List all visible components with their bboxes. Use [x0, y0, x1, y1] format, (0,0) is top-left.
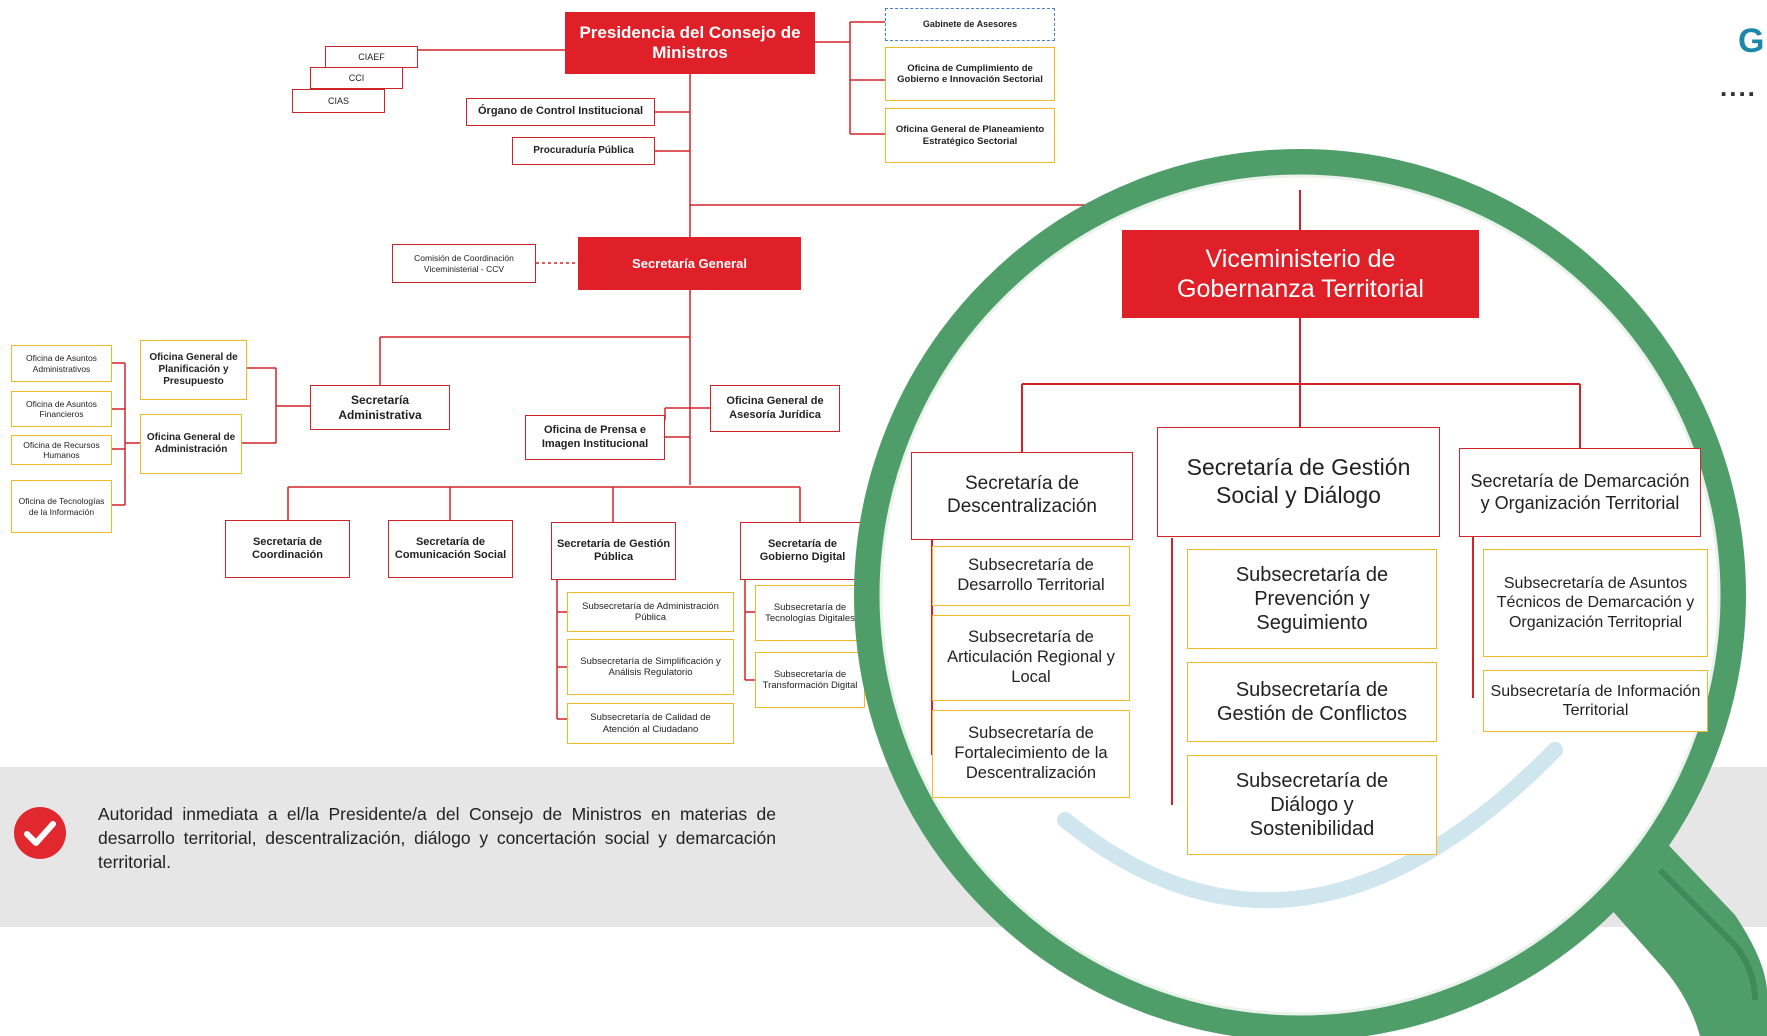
oficina-cumplimiento-box: Oficina de Cumplimiento de Gobierno e In…: [885, 47, 1055, 101]
sub-dialogo-box: Subsecretaría de Diálogo y Sostenibilida…: [1187, 755, 1437, 855]
secretaria-descentralizacion-box: Secretaría de Descentralización: [911, 452, 1133, 540]
cias-box: CIAS: [292, 89, 385, 113]
check-icon: [14, 807, 66, 859]
of-tecnologias-box: Oficina de Tecnologías de la Información: [11, 480, 112, 533]
secretaria-gestion-social-box: Secretaría de Gestión Social y Diálogo: [1157, 427, 1440, 537]
sub-articulacion-box: Subsecretaría de Articulación Regional y…: [932, 615, 1130, 701]
of-asuntos-fin-box: Oficina de Asuntos Financieros: [11, 391, 112, 427]
comision-box: Comisión de Coordinación Viceministerial…: [392, 244, 536, 283]
general-administracion-box: Oficina General de Administración: [140, 414, 242, 474]
secretaria-administrativa-box: Secretaría Administrativa: [310, 385, 450, 430]
procuraduria-box: Procuraduría Pública: [512, 137, 655, 165]
sub-simplificacion-box: Subsecretaría de Simplificación y Anális…: [567, 639, 734, 695]
sub-desarrollo-box: Subsecretaría de Desarrollo Territorial: [932, 546, 1130, 606]
sub-conflictos-box: Subsecretaría de Gestión de Conflictos: [1187, 662, 1437, 742]
of-recursos-box: Oficina de Recursos Humanos: [11, 435, 112, 465]
secretaria-general-box: Secretaría General: [578, 237, 801, 290]
secretaria-coordinacion-box: Secretaría de Coordinación: [225, 520, 350, 578]
secretaria-gobierno-digital-box: Secretaría de Gobierno Digital: [740, 522, 865, 580]
secretaria-demarcacion-box: Secretaría de Demarcación y Organización…: [1459, 448, 1701, 537]
of-asuntos-adm-box: Oficina de Asuntos Administrativos: [11, 345, 112, 382]
sub-informacion-box: Subsecretaría de Información Territorial: [1483, 670, 1708, 732]
planificacion-box: Oficina General de Planificación y Presu…: [140, 340, 247, 400]
sub-tecnologias-box: Subsecretaría de Tecnologías Digitales: [755, 585, 865, 641]
corner-title-fragment: G: [1738, 22, 1765, 60]
sub-fortalecimiento-box: Subsecretaría de Fortalecimiento de la D…: [932, 710, 1130, 798]
gabinete-box: Gabinete de Asesores: [885, 8, 1055, 41]
prensa-box: Oficina de Prensa e Imagen Institucional: [525, 415, 665, 460]
sub-calidad-box: Subsecretaría de Calidad de Atención al …: [567, 703, 734, 744]
asesoria-juridica-box: Oficina General de Asesoría Jurídica: [710, 385, 840, 432]
sub-prevencion-box: Subsecretaría de Prevención y Seguimient…: [1187, 549, 1437, 649]
corner-dots: ....: [1720, 72, 1757, 102]
presidencia-box: Presidencia del Consejo de Ministros: [565, 12, 815, 74]
secretaria-comunicacion-box: Secretaría de Comunicación Social: [388, 520, 513, 578]
viceministerio-box: Viceministerio de Gobernanza Territorial: [1122, 230, 1479, 318]
sub-transformacion-box: Subsecretaría de Transformación Digital: [755, 652, 865, 708]
footer-description: Autoridad inmediata a el/la Presidente/a…: [98, 804, 776, 872]
control-institucional-box: Órgano de Control Institucional: [466, 98, 655, 126]
secretaria-gestion-publica-box: Secretaría de Gestión Pública: [551, 522, 676, 580]
sub-admin-publica-box: Subsecretaría de Administración Pública: [567, 592, 734, 632]
sub-asuntos-tecnicos-box: Subsecretaría de Asuntos Técnicos de Dem…: [1483, 549, 1708, 657]
oficina-planeamiento-box: Oficina General de Planeamiento Estratég…: [885, 108, 1055, 163]
cci-box: CCI: [310, 67, 403, 89]
